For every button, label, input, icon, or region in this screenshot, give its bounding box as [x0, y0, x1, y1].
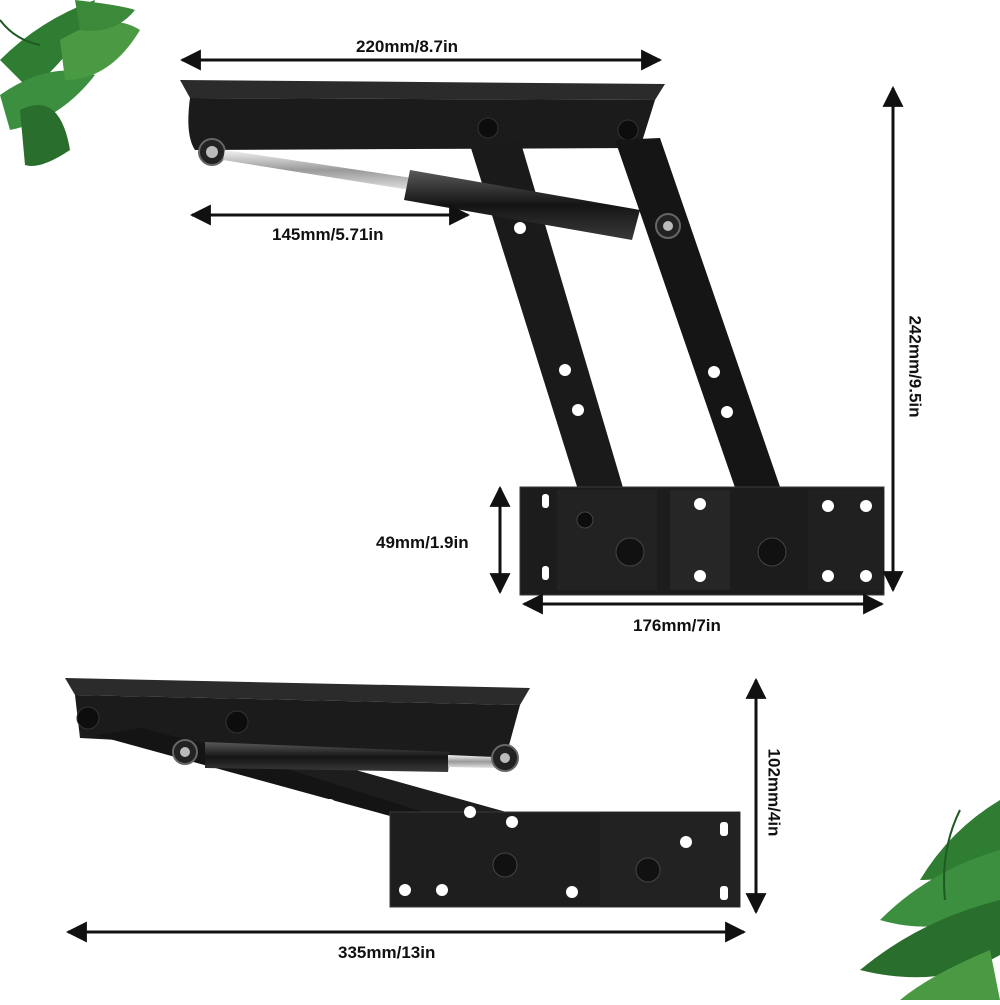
total-height-label: 242mm/9.5in	[905, 315, 925, 418]
top-width-label: 220mm/8.7in	[356, 37, 459, 56]
folded-height-label: 102mm/4in	[764, 748, 784, 837]
dimension-arrows	[65, 49, 904, 943]
raised-hinge	[180, 80, 885, 596]
folded-length-label: 335mm/13in	[338, 943, 436, 962]
gas-strut-folded	[172, 739, 519, 772]
base-plate-width-label: 176mm/7in	[633, 616, 721, 635]
folded-hinge	[65, 678, 741, 908]
base-plate-height-label: 49mm/1.9in	[376, 533, 469, 552]
gas-strut	[198, 138, 681, 240]
strut-length-label: 145mm/5.71in	[272, 225, 384, 244]
leaf-top-left	[0, 0, 140, 166]
leaf-bottom-right	[860, 800, 1000, 1000]
